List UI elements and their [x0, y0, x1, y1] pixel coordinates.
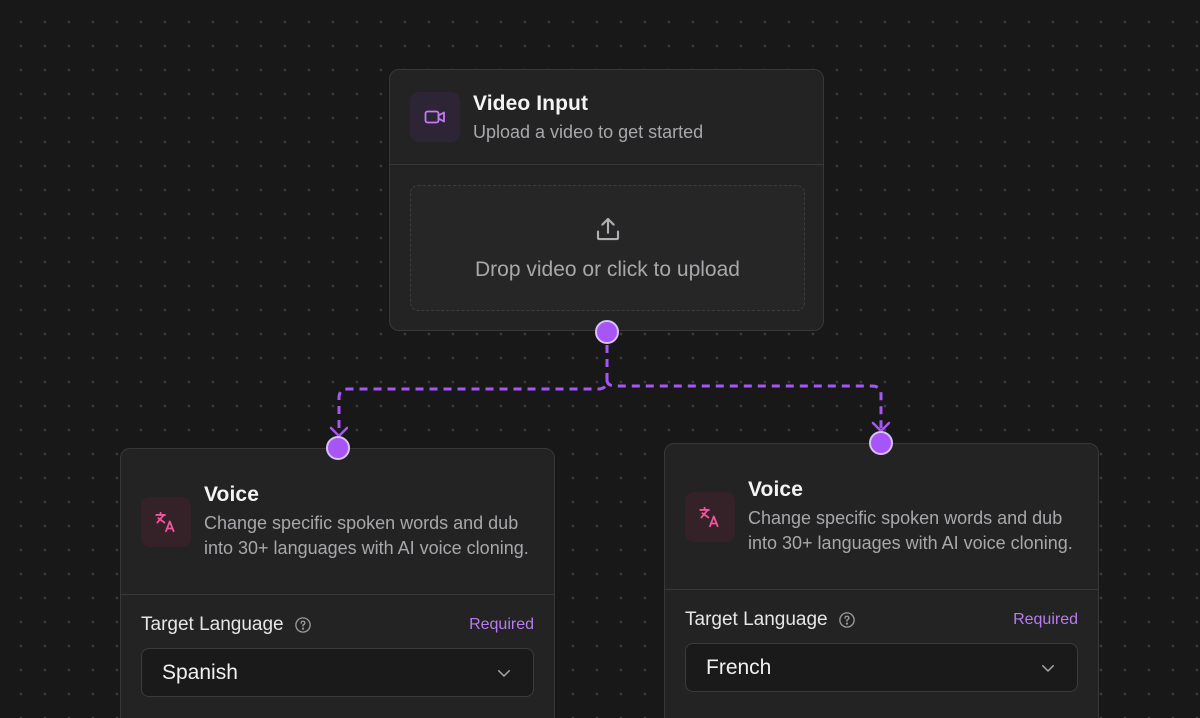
video-dropzone[interactable]: Drop video or click to upload	[410, 185, 805, 311]
target-language-row: Target Language Required	[121, 614, 554, 636]
target-language-select[interactable]: French	[685, 643, 1078, 692]
voice-2-input-handle[interactable]	[869, 431, 893, 455]
voice-node-header: Voice Change specific spoken words and d…	[665, 444, 1098, 589]
video-input-node[interactable]: Video Input Upload a video to get starte…	[389, 69, 824, 331]
connector-to-voice-1	[337, 331, 609, 434]
video-node-divider	[390, 164, 823, 165]
voice-node-title: Voice	[204, 482, 259, 506]
target-language-value: Spanish	[162, 660, 238, 684]
voice-node-description: Change specific spoken words and dub int…	[204, 512, 529, 558]
dropzone-text: Drop video or click to upload	[475, 258, 740, 281]
target-language-row: Target Language Required	[665, 609, 1098, 631]
chevron-down-icon	[1042, 664, 1054, 672]
connector-to-voice-2	[605, 379, 883, 429]
video-node-subtitle: Upload a video to get started	[473, 122, 704, 142]
video-node-header: Video Input Upload a video to get starte…	[390, 70, 823, 164]
voice-node-description: Change specific spoken words and dub int…	[748, 507, 1073, 553]
arrowhead-voice-1	[329, 426, 349, 438]
translate-icon	[141, 496, 191, 547]
upload-icon	[596, 217, 619, 241]
required-label: Required	[469, 616, 534, 633]
target-language-select[interactable]: Spanish	[141, 648, 534, 697]
chevron-down-icon	[498, 669, 510, 677]
video-node-title: Video Input	[473, 92, 589, 115]
voice-1-input-handle[interactable]	[326, 436, 350, 460]
target-language-label-text: Target Language	[141, 614, 284, 635]
voice-node-header: Voice Change specific spoken words and d…	[121, 449, 554, 594]
target-language-label: Target Language	[685, 609, 856, 631]
voice-node-title: Voice	[748, 477, 803, 501]
voice-node-spanish[interactable]: Voice Change specific spoken words and d…	[120, 448, 555, 718]
voice-node-french[interactable]: Voice Change specific spoken words and d…	[664, 443, 1099, 718]
voice-node-divider	[665, 589, 1098, 590]
target-language-label: Target Language	[141, 614, 312, 636]
target-language-value: French	[706, 655, 772, 679]
required-label: Required	[1013, 611, 1078, 628]
target-language-label-text: Target Language	[685, 609, 828, 630]
help-icon[interactable]	[838, 611, 856, 629]
video-output-handle[interactable]	[595, 320, 619, 344]
video-camera-icon	[410, 92, 460, 142]
arrowhead-voice-2	[871, 421, 891, 433]
voice-node-divider	[121, 594, 554, 595]
translate-icon	[685, 491, 735, 542]
help-icon[interactable]	[294, 616, 312, 634]
